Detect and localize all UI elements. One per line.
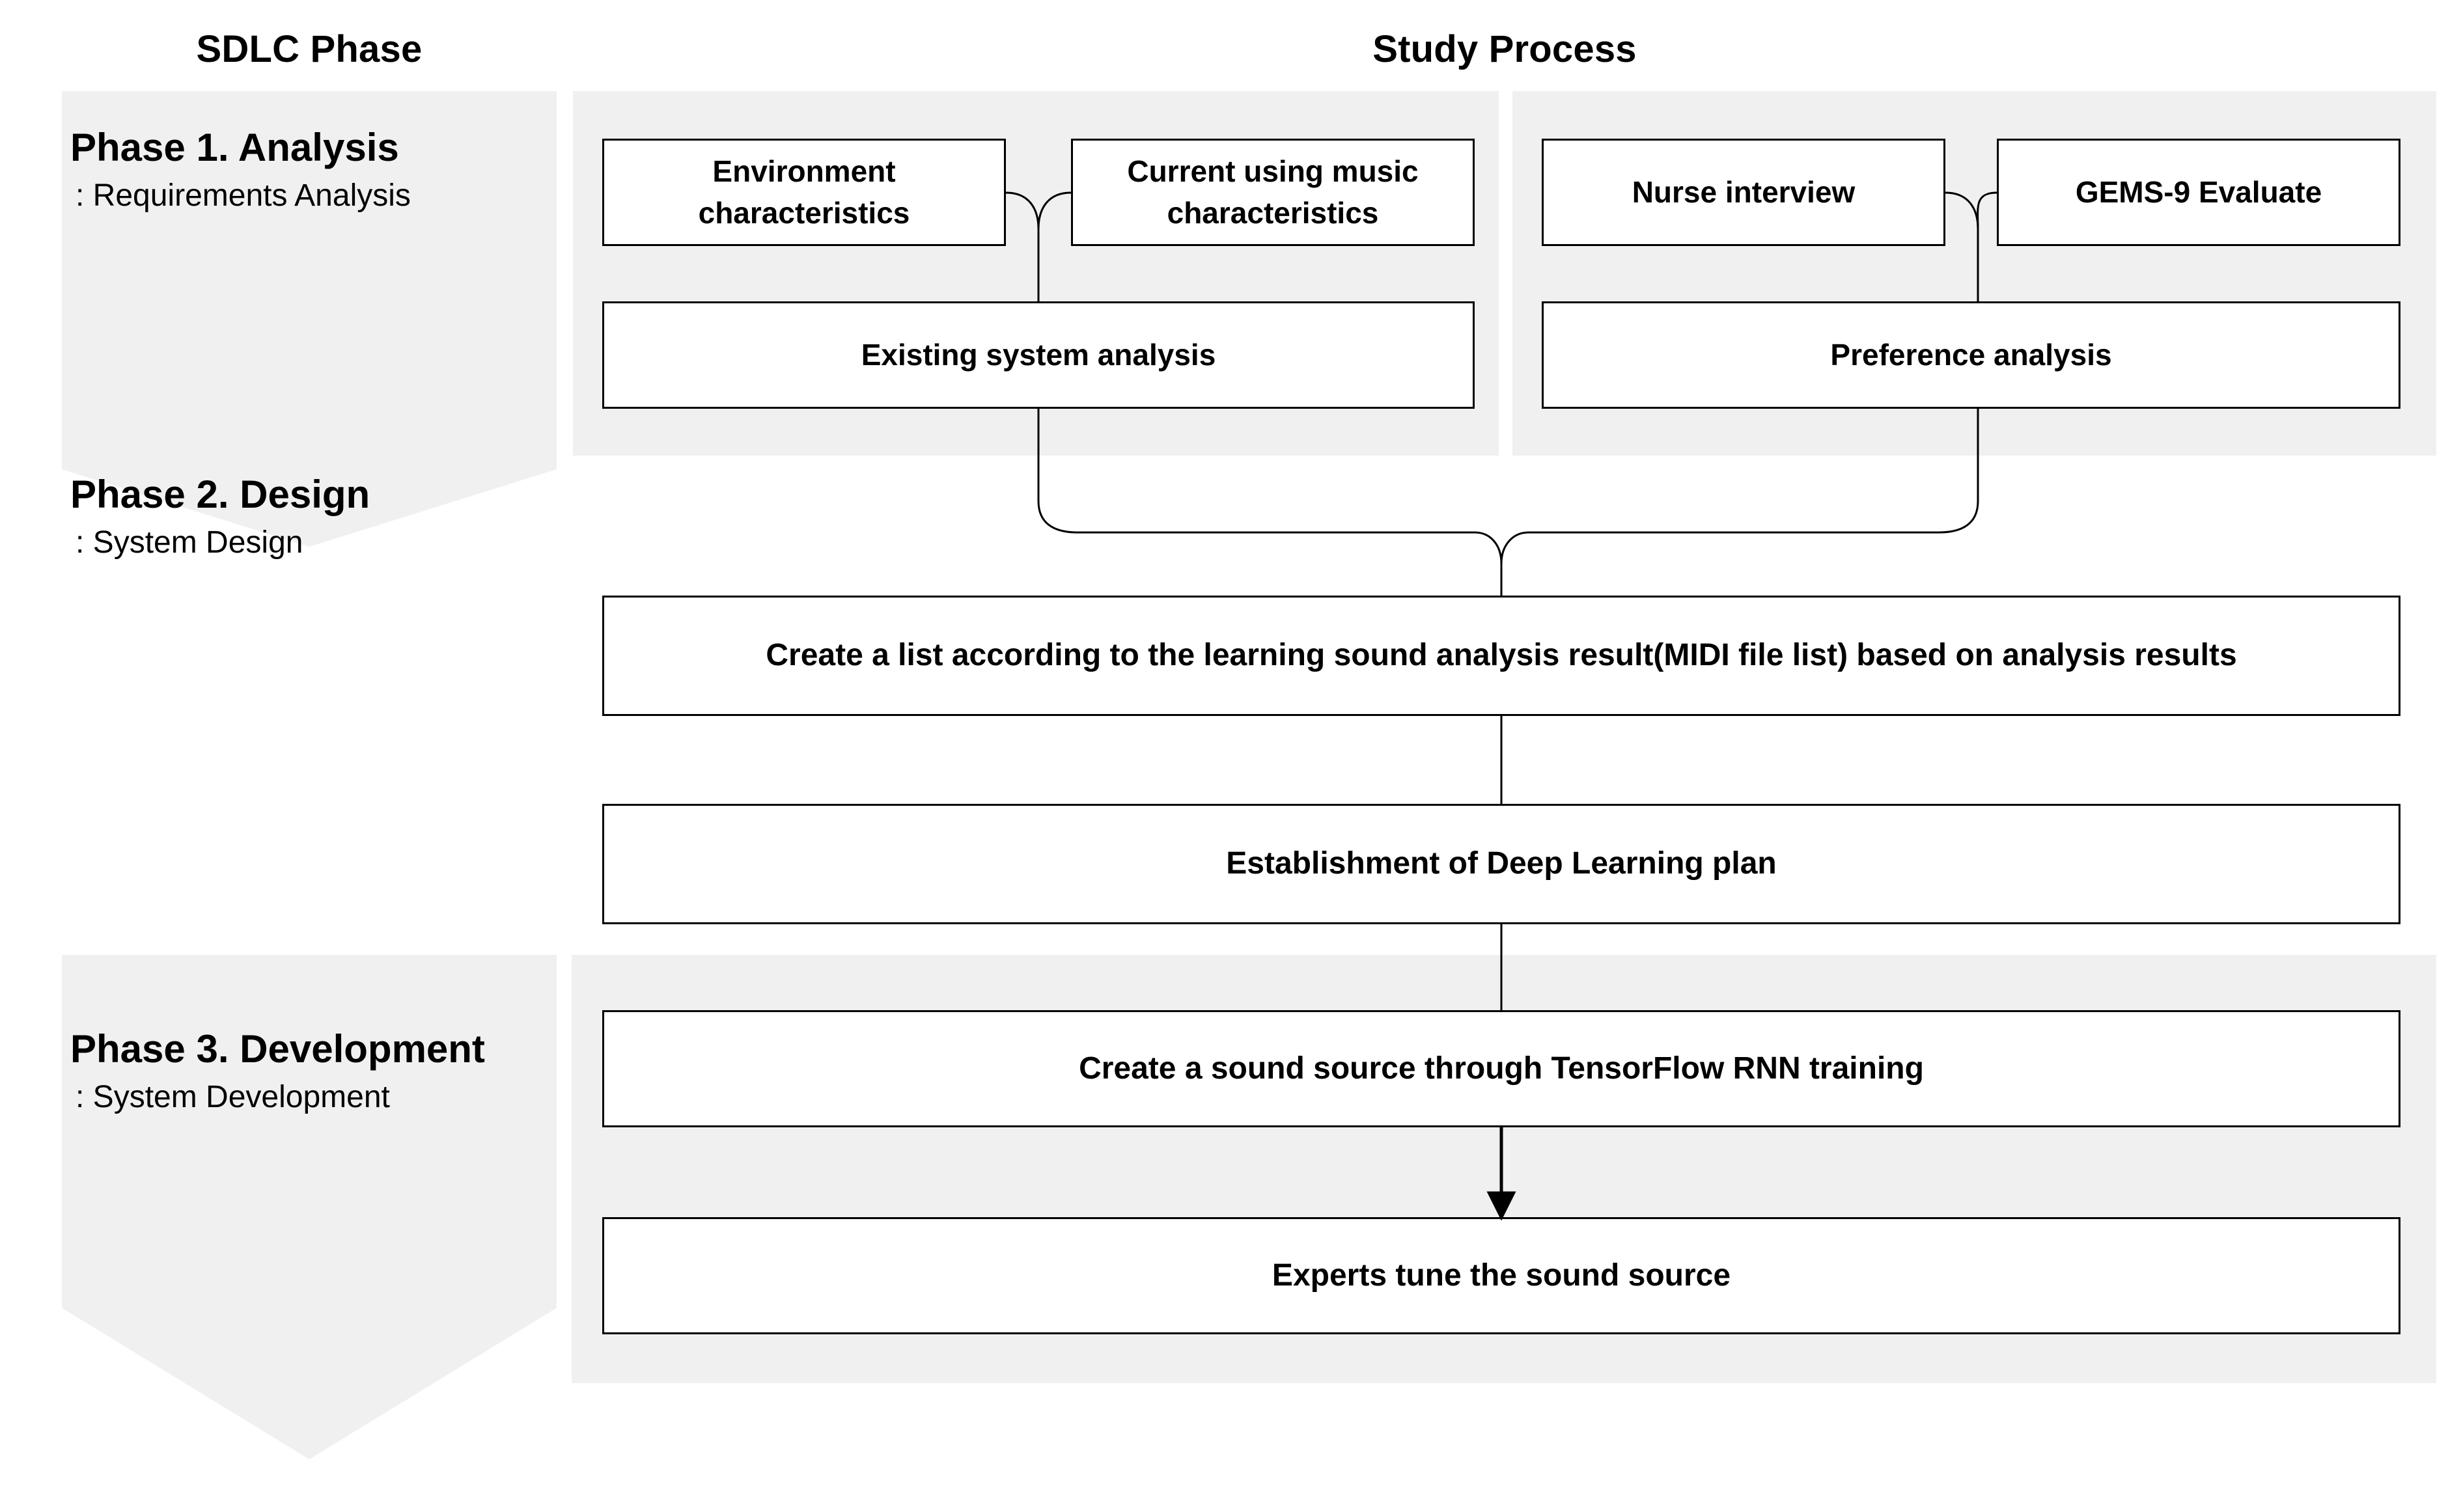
box-label: Experts tune the sound source	[1272, 1258, 1731, 1293]
box-label: GEMS-9 Evaluate	[2075, 174, 2322, 209]
phase-3-title: Phase 3. Development	[70, 1027, 485, 1071]
box-preference-analysis[interactable]: Preference analysis	[1542, 301, 2400, 409]
column-header-study-process: Study Process	[1372, 28, 1637, 70]
phase-1-subtitle: : Requirements Analysis	[76, 178, 411, 213]
phase-1-title: Phase 1. Analysis	[70, 126, 399, 169]
box-label: Create a sound source through TensorFlow…	[1079, 1051, 1924, 1086]
box-existing-system-analysis[interactable]: Existing system analysis	[602, 301, 1475, 409]
box-label: Preference analysis	[1830, 337, 2112, 372]
box-environment-characteristics[interactable]: Environment characteristics	[602, 139, 1006, 246]
box-label: Nurse interview	[1632, 174, 1856, 209]
box-nurse-interview[interactable]: Nurse interview	[1542, 139, 1945, 246]
box-label: Current using music characteristics	[1127, 154, 1419, 230]
box-label: Establishment of Deep Learning plan	[1226, 846, 1777, 881]
phase-1-label: Phase 1. Analysis : Requirements Analysi…	[70, 127, 411, 212]
box-experts-tune-sound-source[interactable]: Experts tune the sound source	[602, 1217, 2400, 1334]
phase-2-subtitle: : System Design	[76, 525, 303, 560]
box-create-midi-list[interactable]: Create a list according to the learning …	[602, 596, 2400, 716]
box-tensorflow-rnn-training[interactable]: Create a sound source through TensorFlow…	[602, 1010, 2400, 1127]
box-current-using-music-characteristics[interactable]: Current using music characteristics	[1071, 139, 1475, 246]
phase-1-chevron	[62, 91, 557, 547]
box-label: Existing system analysis	[861, 337, 1216, 372]
box-establish-deep-learning-plan[interactable]: Establishment of Deep Learning plan	[602, 804, 2400, 924]
phase-2-title: Phase 2. Design	[70, 473, 370, 516]
phase-3-label: Phase 3. Development : System Developmen…	[70, 1028, 485, 1114]
phase-3-subtitle: : System Development	[76, 1080, 390, 1114]
box-label: Environment characteristics	[698, 154, 910, 230]
phase-2-label: Phase 2. Design : System Design	[70, 474, 370, 559]
box-gems-9-evaluate[interactable]: GEMS-9 Evaluate	[1997, 139, 2400, 246]
box-label: Create a list according to the learning …	[766, 638, 2237, 673]
column-header-sdlc-phase: SDLC Phase	[196, 28, 423, 70]
